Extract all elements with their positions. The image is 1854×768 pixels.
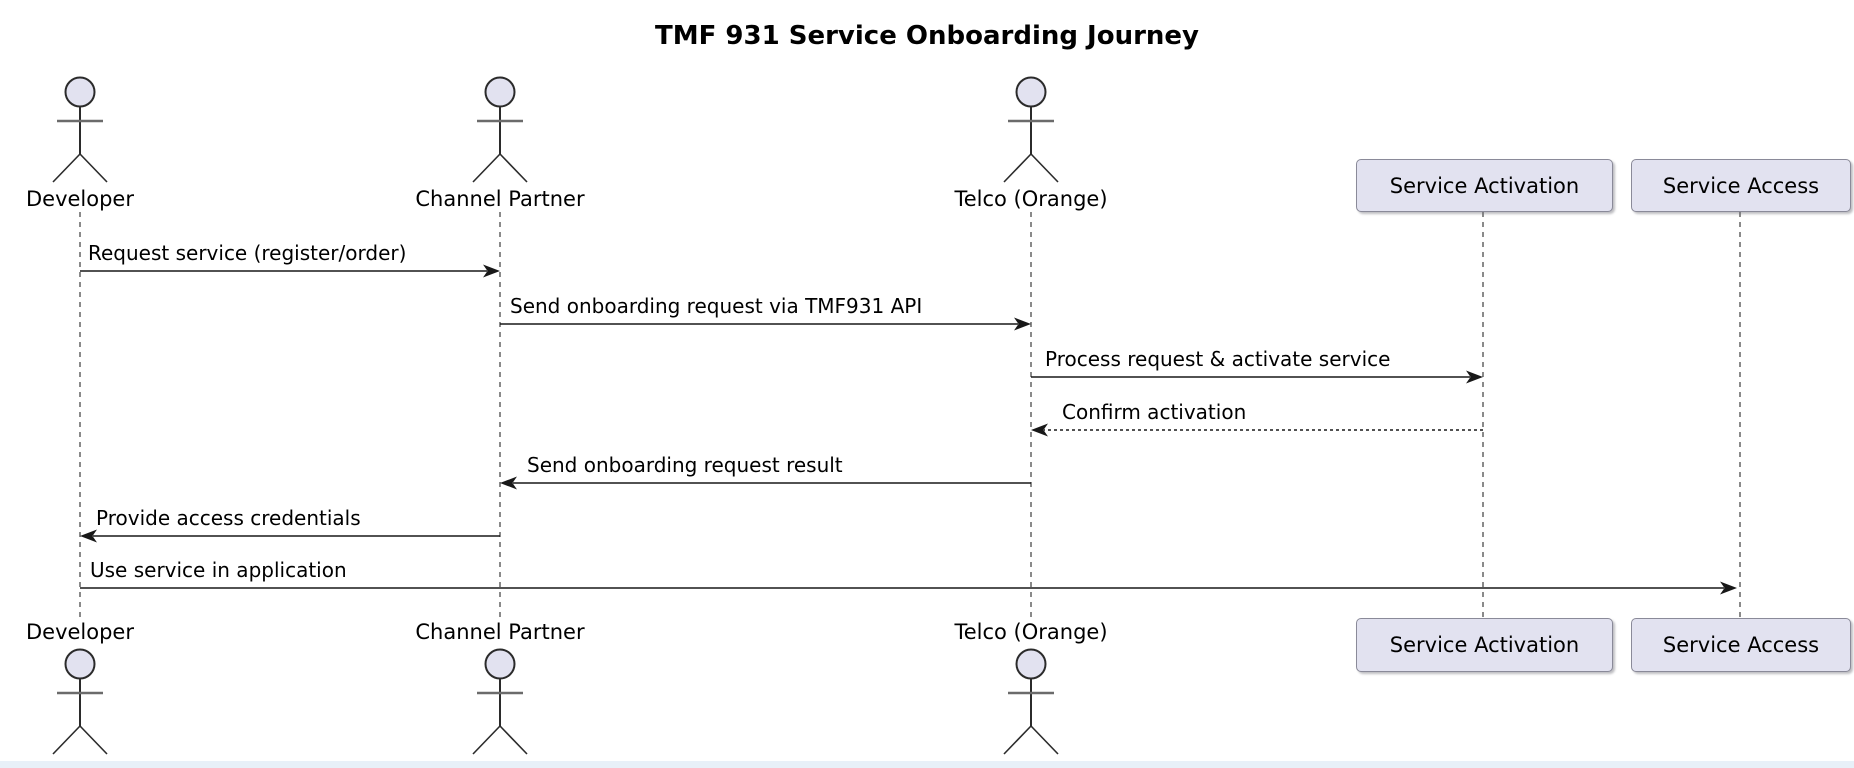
participant-label: Service Activation: [1389, 173, 1580, 198]
actor-icon: [52, 76, 108, 183]
message-arrowhead-7: [1720, 581, 1737, 595]
message-label-2: Send onboarding request via TMF931 API: [510, 294, 923, 318]
message-arrowhead-6: [80, 529, 97, 543]
actor-label-telco-bottom: Telco (Orange): [954, 620, 1108, 644]
participant-box-service-activation-top: Service Activation: [1356, 159, 1613, 212]
diagram-title: TMF 931 Service Onboarding Journey: [655, 21, 1199, 51]
participant-box-service-activation-bottom: Service Activation: [1356, 618, 1613, 672]
message-arrowhead-3: [1466, 370, 1483, 384]
message-label-6: Provide access credentials: [96, 506, 361, 530]
participant-box-service-access-top: Service Access: [1631, 159, 1851, 212]
message-label-3: Process request & activate service: [1045, 347, 1391, 371]
message-arrowhead-4: [1031, 423, 1048, 437]
actor-label-developer-top: Developer: [25, 187, 134, 211]
actor-label-channel-partner-bottom: Channel Partner: [415, 620, 585, 644]
participant-label: Service Access: [1662, 173, 1820, 198]
actor-icon: [1003, 648, 1059, 755]
actor-label-developer-bottom: Developer: [25, 620, 134, 644]
message-label-4: Confirm activation: [1062, 400, 1247, 424]
actor-icon: [52, 648, 108, 755]
participant-box-service-access-bottom: Service Access: [1631, 618, 1851, 672]
actor-icon: [472, 648, 528, 755]
actor-label-telco-top: Telco (Orange): [954, 187, 1108, 211]
message-arrowhead-5: [500, 476, 517, 490]
viewport-bottom-strip: [0, 761, 1854, 768]
participant-label: Service Activation: [1389, 633, 1580, 657]
participant-label: Service Access: [1662, 633, 1820, 657]
actor-icon: [472, 76, 528, 183]
message-label-1: Request service (register/order): [88, 241, 407, 265]
message-label-5: Send onboarding request result: [527, 453, 843, 477]
message-arrowhead-1: [483, 264, 500, 278]
actor-icon: [1003, 76, 1059, 183]
message-label-7: Use service in application: [90, 558, 347, 582]
actor-label-channel-partner-top: Channel Partner: [415, 187, 585, 211]
message-arrowhead-2: [1014, 317, 1031, 331]
